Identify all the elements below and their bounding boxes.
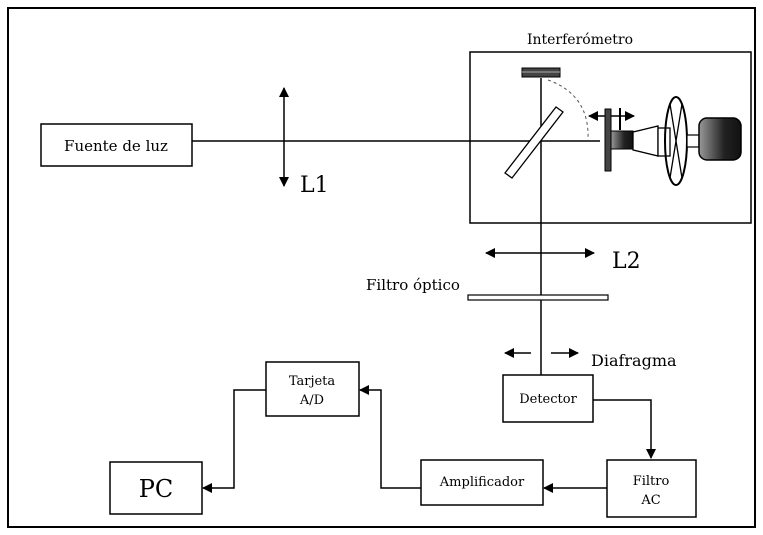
detector-box <box>502 374 594 423</box>
light-source-label: Fuente de luz <box>64 137 168 155</box>
rotation-arc <box>547 79 589 141</box>
ad-card-label-line1: Tarjeta <box>289 374 336 389</box>
interferometer-block: Interferómetro <box>469 32 752 224</box>
lens-l1-label: L1 <box>300 173 329 198</box>
ac-filter-box <box>606 459 697 518</box>
light-source-box <box>40 123 193 167</box>
beam-splitter <box>504 106 564 179</box>
arrow-amplifier-to-adcard <box>359 385 421 489</box>
ad-card-box <box>265 361 360 417</box>
diaphragm-label: Diafragma <box>591 351 677 370</box>
pc-block: PC <box>109 461 203 515</box>
ac-filter-label-line2: AC <box>640 493 660 508</box>
interferometer-label: Interferómetro <box>527 32 633 48</box>
ad-card-label-line2: A/D <box>299 393 324 408</box>
amplifier-box <box>420 459 544 506</box>
holder-ring <box>657 127 671 157</box>
detector-block: Detector <box>502 374 594 423</box>
moving-mirror <box>604 108 612 172</box>
interferometer-box <box>469 51 752 224</box>
detector-label: Detector <box>519 392 577 407</box>
arrow-adcard-to-pc <box>202 389 266 493</box>
amplifier-block: Amplificador <box>420 459 544 506</box>
pc-label: PC <box>139 475 174 503</box>
mirror-mount <box>610 130 634 150</box>
light-source-block: Fuente de luz <box>40 123 193 167</box>
motor-shaft <box>686 134 700 148</box>
ac-filter-block: Filtro AC <box>606 459 697 518</box>
optical-filter <box>467 294 609 301</box>
pc-box <box>109 461 203 515</box>
ac-filter-label-line1: Filtro <box>633 474 670 489</box>
motor <box>698 117 742 161</box>
amplifier-label: Amplificador <box>439 475 525 490</box>
handwheel-spoke-2 <box>669 103 683 179</box>
conical-holder <box>632 125 659 157</box>
outer-frame <box>7 7 756 528</box>
arrow-detector-to-filter <box>593 399 656 459</box>
ad-card-block: Tarjeta A/D <box>265 361 360 417</box>
optical-filter-label: Filtro óptico <box>366 276 460 294</box>
lens-l2-label: L2 <box>612 249 641 274</box>
